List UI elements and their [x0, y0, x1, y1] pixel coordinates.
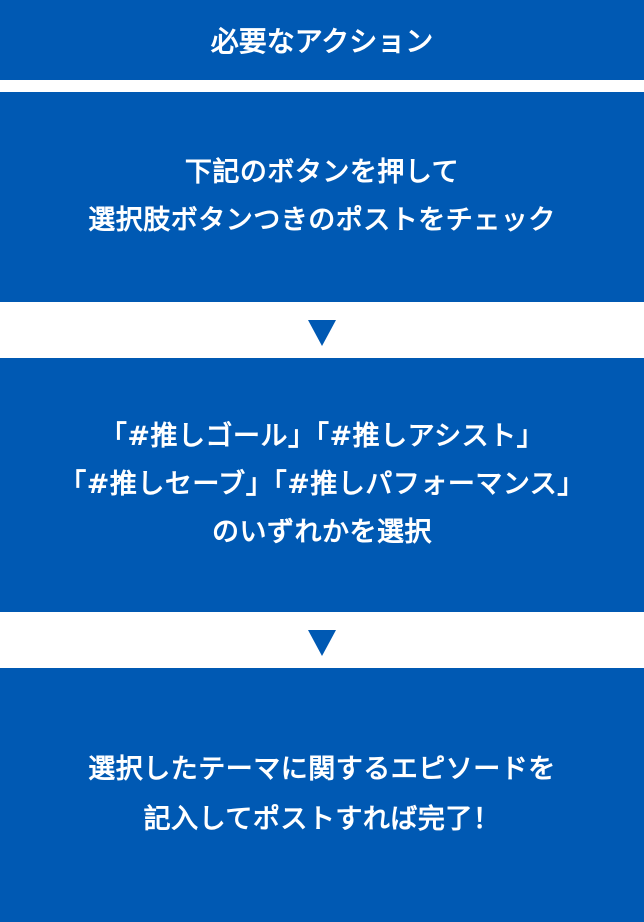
step-3-line-1: 選択したテーマに関するエピソードを [88, 754, 556, 785]
step-1: 下記のボタンを押して 選択肢ボタンつきのポストをチェック [0, 92, 644, 302]
header-title: 必要なアクション [210, 25, 434, 58]
step-1-line-2: 選択肢ボタンつきのポストをチェック [88, 205, 556, 236]
step-3-line-2: 記入してポストすれば完了！ [143, 804, 501, 835]
step-1-line-1: 下記のボタンを押して [184, 157, 460, 188]
step-2: 「#推しゴール」「#推しアシスト」 「#推しセーブ」「#推しパフォーマンス」 の… [0, 358, 644, 612]
down-arrow-icon [308, 630, 336, 656]
step-2-line-3: のいずれかを選択 [212, 517, 432, 548]
header: 必要なアクション [0, 0, 644, 80]
step-3: 選択したテーマに関するエピソードを 記入してポストすれば完了！ [0, 668, 644, 922]
step-2-line-1: 「#推しゴール」「#推しアシスト」 [99, 421, 545, 452]
down-arrow-icon [308, 320, 336, 346]
step-2-line-2: 「#推しセーブ」「#推しパフォーマンス」 [59, 469, 585, 500]
